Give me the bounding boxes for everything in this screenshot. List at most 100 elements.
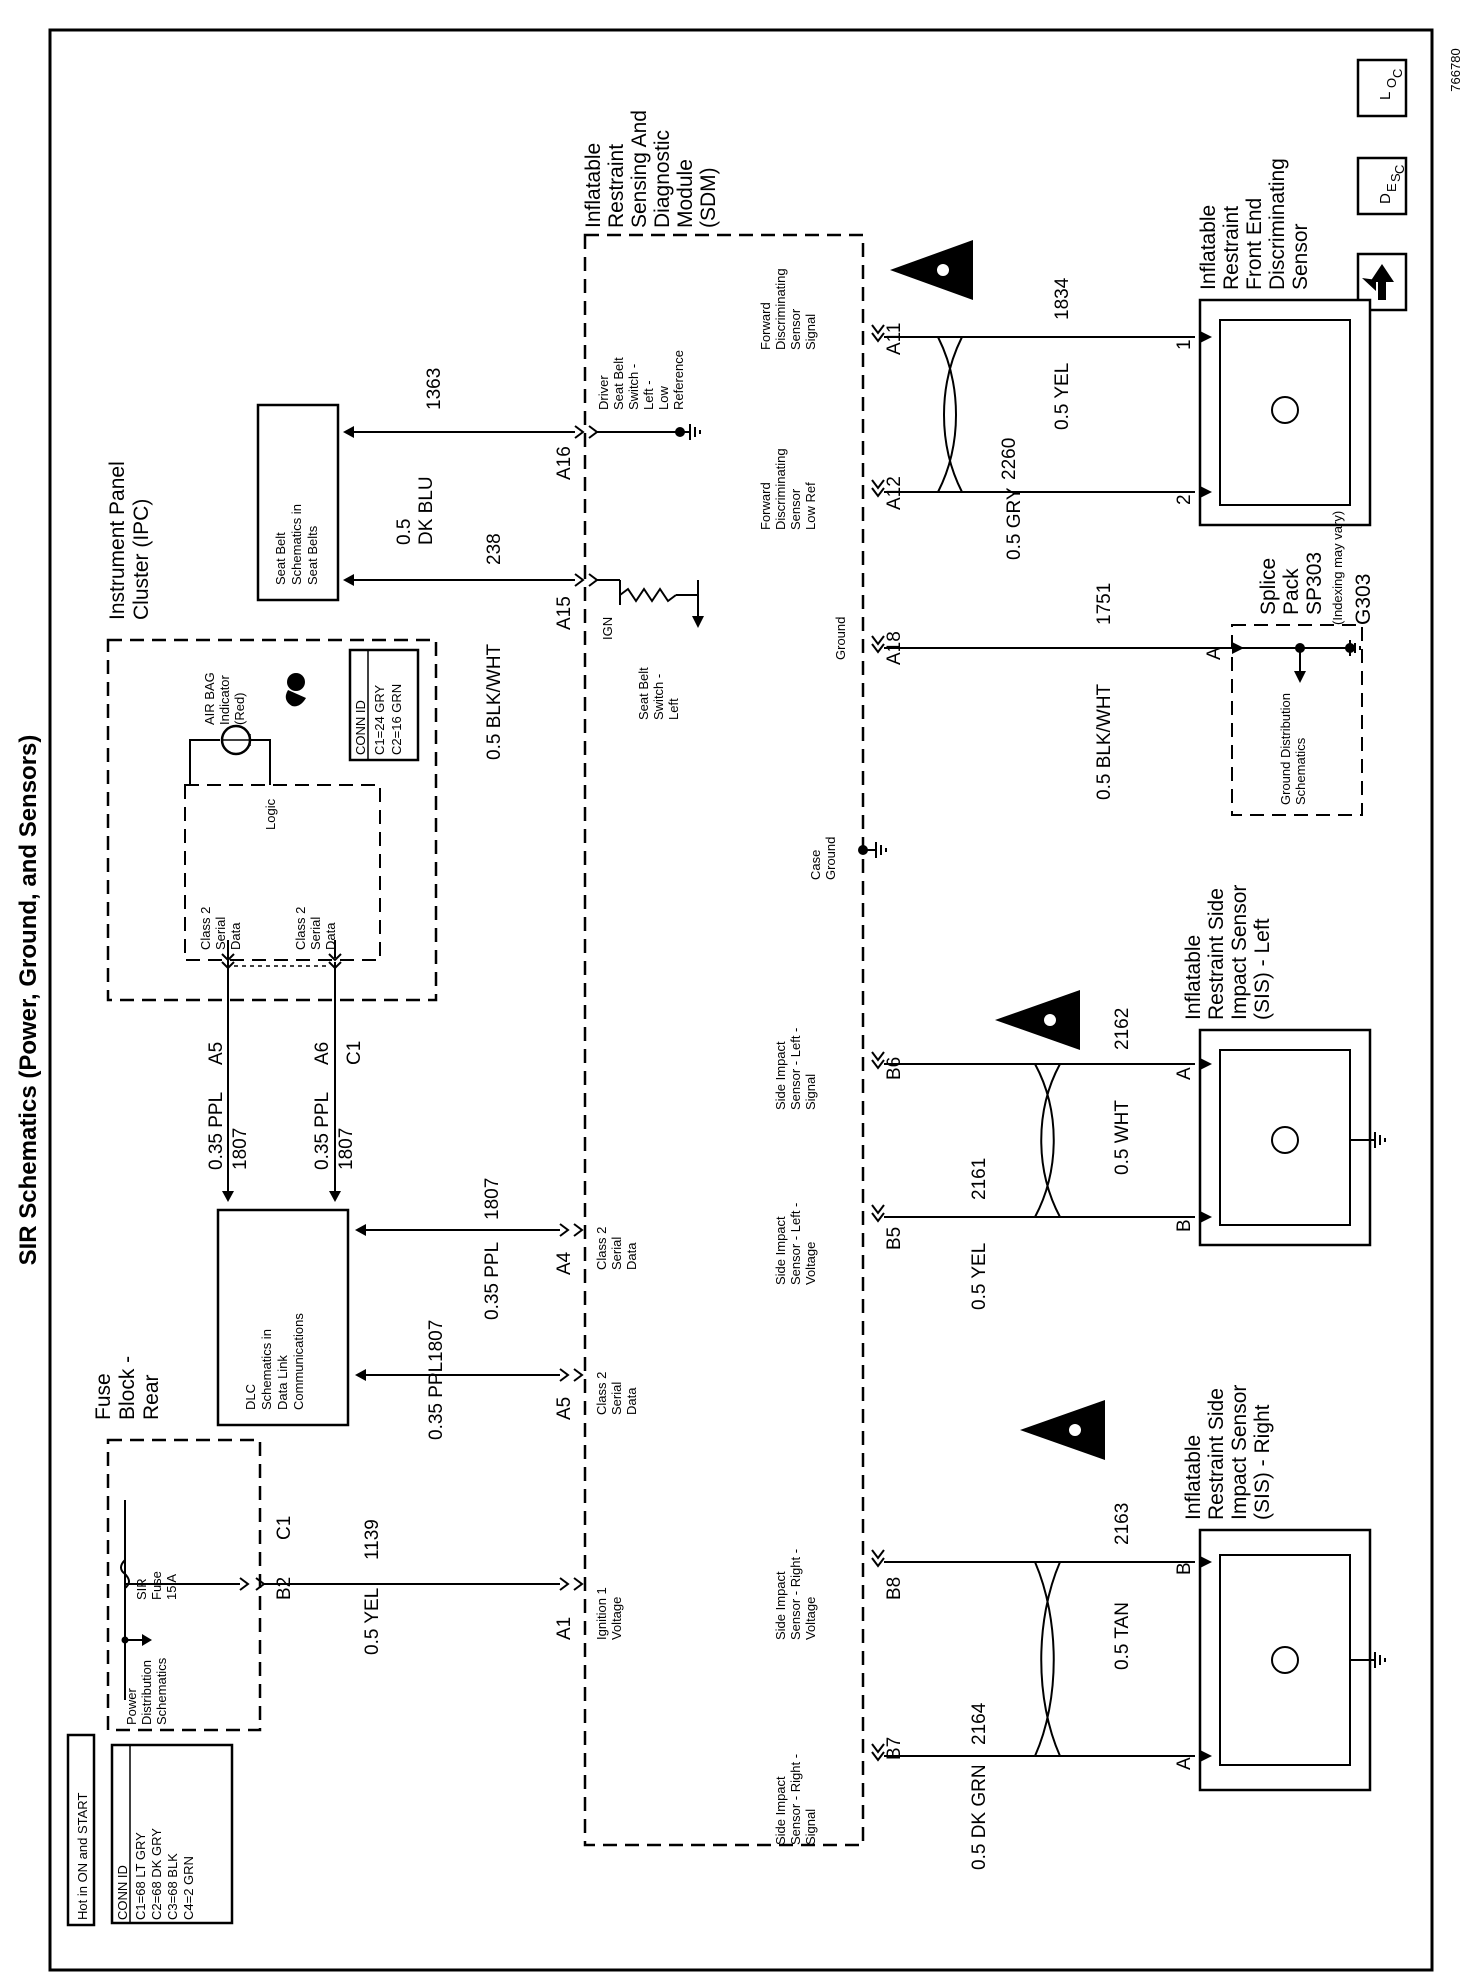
svg-text:Switch -: Switch -	[626, 364, 641, 410]
wire-1807-ipc-a6-gauge: 0.35 PPL	[312, 1092, 333, 1170]
wire-1807-a5-gauge: 0.35 PPL	[426, 1362, 447, 1440]
svg-text:1363: 1363	[424, 368, 445, 410]
svg-text:CONN ID: CONN ID	[353, 700, 368, 755]
seat-belt-switch-left	[597, 579, 704, 628]
svg-text:2: 2	[1174, 494, 1195, 505]
svg-text:Hot in ON and START: Hot in ON and START	[75, 1793, 90, 1920]
svg-text:Impact Sensor: Impact Sensor	[1228, 885, 1251, 1020]
svg-text:Sensor: Sensor	[788, 488, 803, 530]
svg-text:B8: B8	[884, 1577, 905, 1600]
svg-text:Switch -: Switch -	[651, 674, 666, 720]
svg-text:Fuse: Fuse	[149, 1571, 164, 1600]
svg-text:A4: A4	[554, 1251, 575, 1275]
twisted-pair-left	[1034, 1063, 1061, 1218]
sdm-pin-a12: A12	[884, 476, 905, 510]
wire-1807-a4-gauge: 0.35 PPL	[482, 1242, 503, 1320]
svg-text:A: A	[1174, 1757, 1195, 1770]
svg-text:Schematics: Schematics	[1293, 737, 1308, 805]
sdm-connector-a5	[559, 1368, 584, 1382]
svg-text:D: D	[1377, 193, 1394, 204]
svg-text:Sensor: Sensor	[788, 308, 803, 350]
svg-text:15 A: 15 A	[164, 1574, 179, 1600]
svg-text:0.35 PPL: 0.35 PPL	[482, 1242, 503, 1320]
svg-text:Seat Belts: Seat Belts	[305, 525, 320, 585]
sensor-icon	[1271, 1646, 1299, 1674]
fuse-block-rear: Fuse Block - Rear	[92, 1356, 262, 1732]
sdm-pin-a16: A16	[554, 446, 575, 480]
svg-text:Sensor - Right -: Sensor - Right -	[788, 1549, 803, 1640]
svg-text:Indicator: Indicator	[217, 674, 232, 725]
document-id: 766780	[1448, 48, 1463, 91]
svg-text:DLC: DLC	[243, 1384, 258, 1410]
svg-text:Forward: Forward	[758, 482, 773, 530]
svg-text:Voltage: Voltage	[803, 1597, 818, 1640]
ipc-pin-c1: C1	[344, 1041, 365, 1065]
svg-text:Distribution: Distribution	[139, 1660, 154, 1725]
svg-text:E: E	[1384, 183, 1399, 192]
svg-text:Forward: Forward	[758, 302, 773, 350]
svg-text:Restraint Side: Restraint Side	[1205, 888, 1228, 1020]
svg-text:1807: 1807	[426, 1320, 447, 1362]
svg-text:Ground: Ground	[823, 837, 838, 880]
svg-text:A5: A5	[554, 1397, 575, 1420]
svg-text:B6: B6	[884, 1057, 905, 1080]
svg-text:Impact Sensor: Impact Sensor	[1228, 1385, 1251, 1520]
wire-1807-ipc-a6-circuit: 1807	[336, 1128, 357, 1170]
svg-text:L: L	[1377, 92, 1394, 100]
svg-text:Signal: Signal	[803, 314, 818, 350]
sdm-connector-a4	[559, 1223, 584, 1237]
svg-text:Inflatable: Inflatable	[582, 143, 605, 228]
warning-icon-right	[1020, 1400, 1105, 1460]
svg-text:Inflatable: Inflatable	[1197, 205, 1220, 290]
svg-text:0.35 PPL: 0.35 PPL	[312, 1092, 333, 1170]
svg-text:Instrument Panel: Instrument Panel	[106, 461, 129, 620]
svg-text:0.5 GRY: 0.5 GRY	[1004, 487, 1025, 560]
svg-text:A11: A11	[884, 323, 905, 355]
airbag-occupant-icon	[285, 673, 306, 707]
hot-in-on-start-label: Hot in ON and START	[66, 1733, 96, 1927]
svg-text:C: C	[1390, 69, 1405, 78]
svg-text:Sensor: Sensor	[1289, 223, 1312, 290]
svg-text:766780: 766780	[1448, 48, 1463, 91]
svg-text:Fuse: Fuse	[92, 1373, 115, 1420]
svg-text:Sensing And: Sensing And	[628, 110, 651, 228]
sdm-pin-a15: A15	[554, 596, 575, 630]
fuse-pin-c1: C1	[274, 1516, 295, 1540]
svg-text:(Red): (Red)	[232, 692, 247, 725]
svg-text:Side Impact: Side Impact	[773, 1041, 788, 1110]
svg-text:0.5 YEL: 0.5 YEL	[362, 1588, 383, 1655]
svg-text:Communications: Communications	[291, 1313, 306, 1410]
svg-text:0.5 BLK/WHT: 0.5 BLK/WHT	[1094, 683, 1115, 800]
svg-text:Module: Module	[674, 159, 697, 228]
sir-fuse-label: SIR Fuse 15 A	[134, 1571, 179, 1600]
svg-text:A5: A5	[206, 1042, 227, 1065]
ipc-pin-a5: A5	[206, 1042, 227, 1065]
svg-text:2164: 2164	[969, 1702, 990, 1745]
svg-text:Restraint Side: Restraint Side	[1205, 1388, 1228, 1520]
svg-text:Case: Case	[808, 850, 823, 880]
seat-belt-schematics-box[interactable]: Seat Belt Schematics in Seat Belts	[256, 403, 340, 602]
sdm-pin-a5: A5	[554, 1397, 575, 1420]
wire-1807-a4-circuit: 1807	[482, 1178, 503, 1220]
svg-text:B7: B7	[884, 1737, 905, 1760]
svg-text:Class 2: Class 2	[594, 1372, 609, 1415]
loc-icon[interactable]: LOC	[1356, 58, 1408, 118]
svg-text:Discriminating: Discriminating	[773, 268, 788, 350]
wire-1807-ipc-a5-gauge: 0.35 PPL	[206, 1092, 227, 1170]
svg-text:(SIS) - Right: (SIS) - Right	[1251, 1404, 1274, 1520]
svg-text:A15: A15	[554, 596, 575, 630]
dlc-schematics-box[interactable]: DLC Schematics in Data Link Communicatio…	[216, 1208, 350, 1427]
svg-text:Rear: Rear	[140, 1374, 163, 1420]
svg-text:Sensor - Right -: Sensor - Right -	[788, 1754, 803, 1845]
svg-text:Pack: Pack	[1280, 568, 1303, 615]
fuse-block-conn-id: CONN ID C1=68 LT GRY C2=68 DK GRY C3=68 …	[110, 1743, 234, 1925]
svg-text:G303: G303	[1352, 574, 1375, 625]
warning-icon-left	[995, 990, 1080, 1050]
svg-text:Reference: Reference	[671, 350, 686, 410]
twisted-pair-right	[1034, 1561, 1061, 1757]
svg-text:C4=2 GRN: C4=2 GRN	[181, 1856, 196, 1920]
svg-text:C3=68 BLK: C3=68 BLK	[165, 1853, 180, 1920]
svg-text:Voltage: Voltage	[609, 1597, 624, 1640]
